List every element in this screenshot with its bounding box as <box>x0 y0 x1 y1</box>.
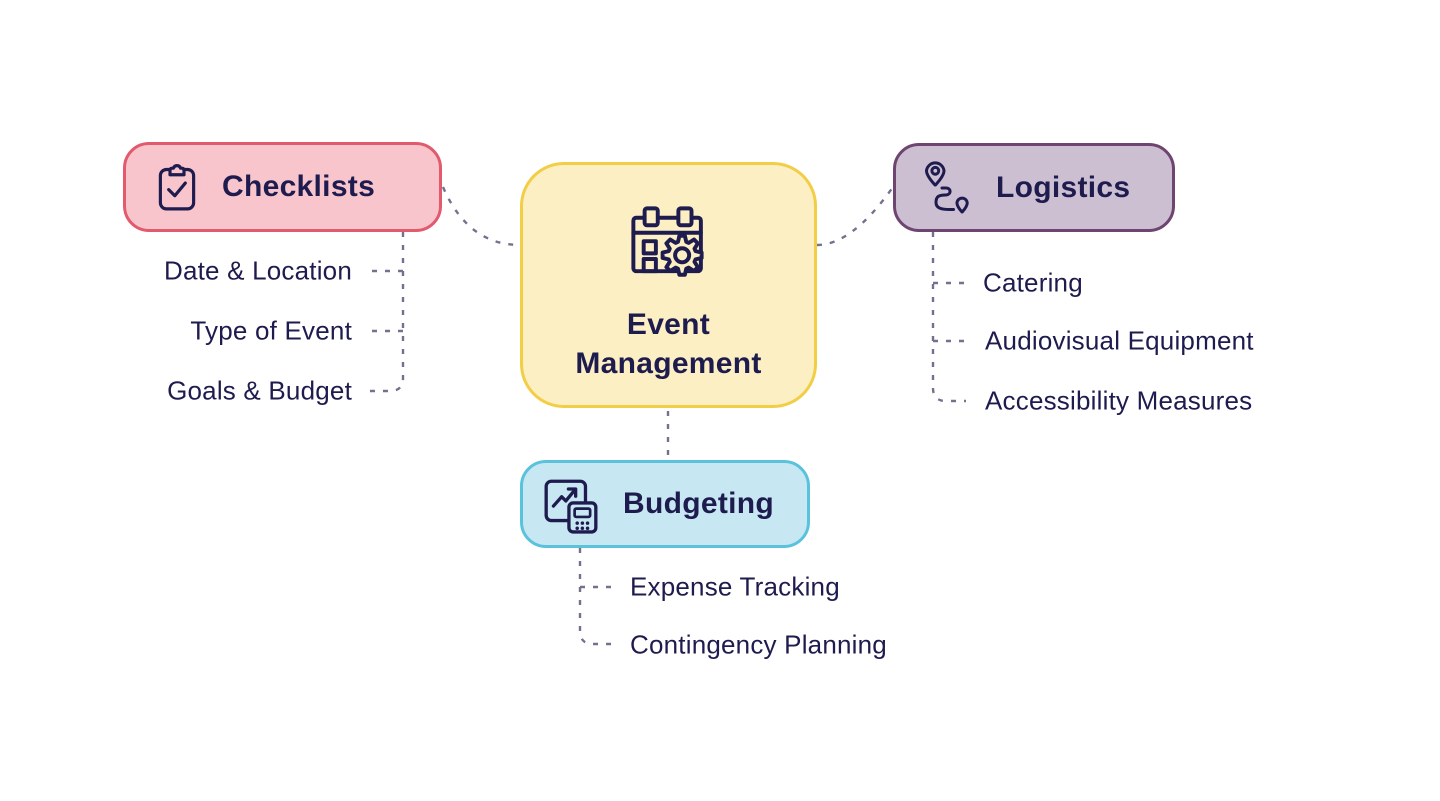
center-label-line2: Management <box>575 347 762 380</box>
clipboard-check-icon <box>156 160 198 214</box>
child-label-audiovisual-equipment: Audiovisual Equipment <box>985 325 1254 356</box>
branch-node-logistics: Logistics <box>893 143 1175 232</box>
branch-label-budgeting: Budgeting <box>623 487 775 520</box>
child-label-contingency-planning: Contingency Planning <box>630 629 887 660</box>
branch-node-checklists: Checklists <box>123 142 442 232</box>
route-pins-icon <box>920 160 972 216</box>
connector-center-logistics <box>816 186 894 247</box>
child-label-type-of-event: Type of Event <box>190 315 352 346</box>
center-node-event-management: Event Management <box>520 162 817 408</box>
child-label-goals-budget: Goals & Budget <box>167 375 352 406</box>
child-label-expense-tracking: Expense Tracking <box>630 571 840 602</box>
branch-label-checklists: Checklists <box>222 170 376 203</box>
connector-logistics-children-trunk <box>931 232 966 403</box>
connector-budgeting-children-trunk <box>578 548 613 646</box>
child-label-accessibility-measures: Accessibility Measures <box>985 385 1253 416</box>
calendar-gear-icon <box>624 199 714 289</box>
child-label-date-location: Date & Location <box>163 255 352 286</box>
branch-label-logistics: Logistics <box>996 170 1131 204</box>
branch-node-budgeting: Budgeting <box>520 460 810 548</box>
connector-checklists-children-trunk <box>368 232 405 393</box>
child-label-catering: Catering <box>983 267 1083 298</box>
center-label-line1: Event <box>626 308 711 341</box>
center-node-label: Event Management <box>575 305 761 383</box>
connector-checklists-center <box>441 186 521 247</box>
chart-calculator-icon <box>541 474 601 534</box>
